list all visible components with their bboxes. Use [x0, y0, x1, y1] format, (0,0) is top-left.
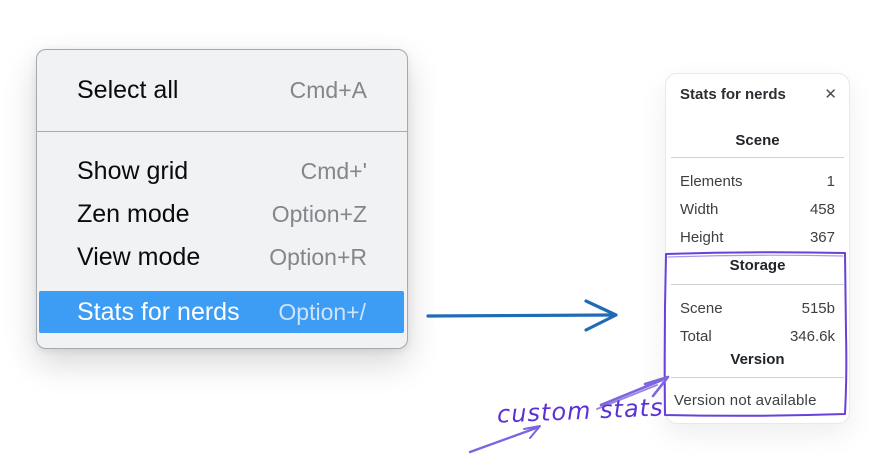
menu-item-shortcut: Cmd+': [300, 157, 367, 184]
stats-panel-header: Stats for nerds ✕: [680, 86, 837, 103]
menu-item-select-all[interactable]: Select all Cmd+A: [37, 50, 407, 131]
menu-item-label: Select all: [77, 76, 179, 104]
stat-value: 458: [809, 200, 835, 218]
menu-item-label: Show grid: [77, 156, 189, 185]
version-note: Version not available: [674, 391, 817, 409]
stat-label: Total: [680, 327, 712, 345]
annotation-arrow-small: [468, 425, 541, 454]
stat-label: Width: [680, 200, 719, 218]
annotation-arrow-to-box: [596, 375, 670, 410]
stat-row-width: Width 458: [680, 195, 835, 223]
menu-item-shortcut: Option+R: [269, 243, 367, 270]
section-divider: [671, 157, 844, 158]
menu-item-shortcut: Option+Z: [271, 200, 367, 227]
stat-label: Elements: [680, 172, 743, 190]
menu-item-label: Zen mode: [77, 199, 190, 228]
stat-row-total-storage: Total 346.6k: [680, 322, 835, 350]
stat-value: 515b: [801, 299, 835, 317]
section-divider: [671, 377, 844, 378]
stat-label: Scene: [680, 299, 723, 317]
stat-row-scene-storage: Scene 515b: [680, 294, 835, 322]
stat-value: 1: [826, 172, 835, 190]
close-icon[interactable]: ✕: [824, 85, 837, 103]
menu-item-label: View mode: [77, 242, 201, 271]
menu-item-stats-for-nerds[interactable]: Stats for nerds Option+/: [39, 291, 404, 333]
section-divider: [671, 284, 844, 285]
stats-panel: Stats for nerds ✕ Scene Elements 1 Width…: [665, 73, 850, 424]
section-header-scene: Scene: [735, 132, 780, 149]
stat-value: 367: [809, 228, 835, 246]
annotation-label: custom stats: [496, 393, 665, 429]
stat-label: Height: [680, 228, 724, 246]
flow-arrow: [426, 299, 618, 332]
menu-item-view-mode[interactable]: View mode Option+R: [37, 236, 407, 278]
menu-item-label: Stats for nerds: [77, 297, 240, 326]
stat-value: 346.6k: [789, 327, 835, 345]
menu-item-shortcut: Cmd+A: [289, 77, 367, 103]
section-header-storage: Storage: [729, 257, 786, 274]
menu-item-zen-mode[interactable]: Zen mode Option+Z: [37, 193, 407, 235]
menu-item-show-grid[interactable]: Show grid Cmd+': [37, 150, 407, 192]
section-header-version: Version: [730, 351, 785, 368]
stat-row-height: Height 367: [680, 223, 835, 251]
stats-panel-title: Stats for nerds: [680, 86, 786, 103]
menu-item-shortcut: Option+/: [278, 298, 366, 325]
stat-row-elements: Elements 1: [680, 167, 835, 195]
context-menu: Select all Cmd+A Show grid Cmd+' Zen mod…: [36, 49, 408, 349]
menu-divider: [37, 131, 407, 132]
